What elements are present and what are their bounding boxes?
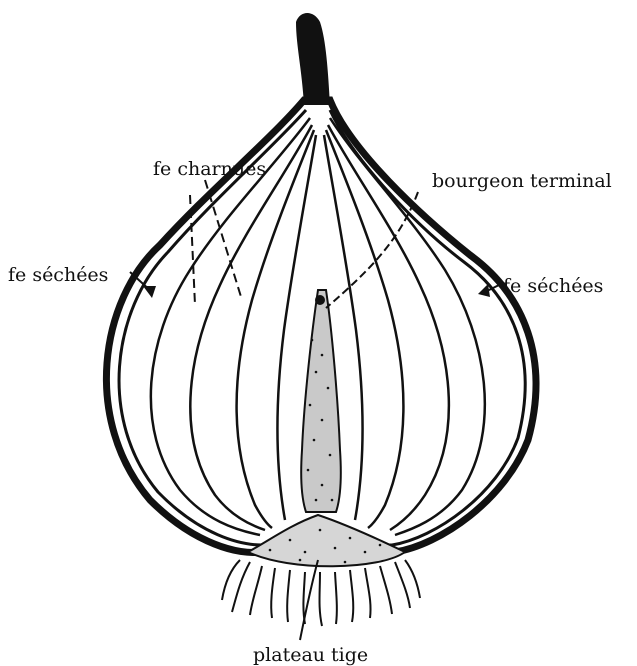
label-fe-sechees-right: fe séchées bbox=[503, 277, 603, 296]
label-plateau-tige: plateau tige bbox=[253, 646, 368, 665]
basal-plate bbox=[248, 515, 405, 566]
arrow-sechees-right bbox=[478, 284, 490, 297]
label-fe-charnues: fe charnues bbox=[153, 160, 266, 179]
terminal-bud bbox=[301, 290, 341, 512]
label-fe-sechees-left: fe séchées bbox=[8, 266, 108, 285]
neck-tip bbox=[296, 13, 330, 105]
roots bbox=[222, 560, 420, 626]
bud-tip bbox=[315, 295, 325, 305]
arrow-sechees-left bbox=[143, 286, 156, 298]
label-bourgeon-terminal: bourgeon terminal bbox=[432, 172, 612, 191]
